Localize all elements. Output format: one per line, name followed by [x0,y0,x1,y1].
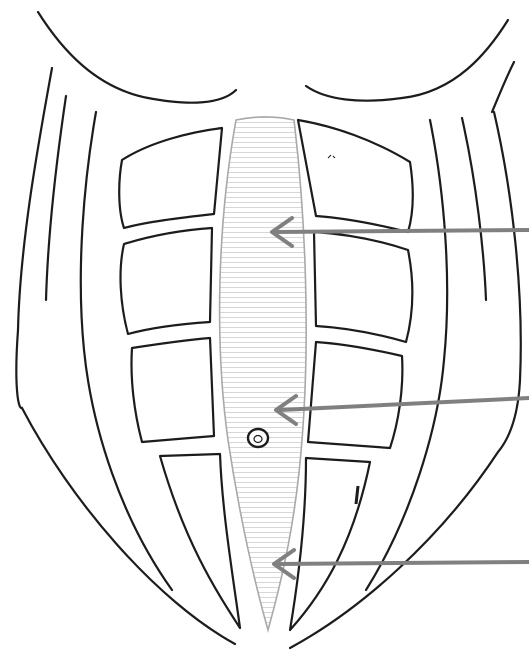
left-pectoral-line [38,12,236,103]
left-oblique-outer-line [46,96,66,300]
left-middle-segment [121,228,212,334]
chest-outline [38,12,514,112]
right-shoulder-line [492,62,514,112]
left-lower-segment [131,338,214,442]
right-upper-segment [298,120,413,232]
left-bottom-segment [160,454,240,628]
right-lower-segment [308,342,402,448]
right-bottom-mark [356,486,358,504]
left-upper-segment [119,128,222,228]
right-oblique-outer-line [462,118,486,300]
navel-icon [248,429,268,447]
right-middle-segment [314,232,412,342]
linea-alba-gap [220,117,307,630]
right-pectoral-line [306,20,508,101]
